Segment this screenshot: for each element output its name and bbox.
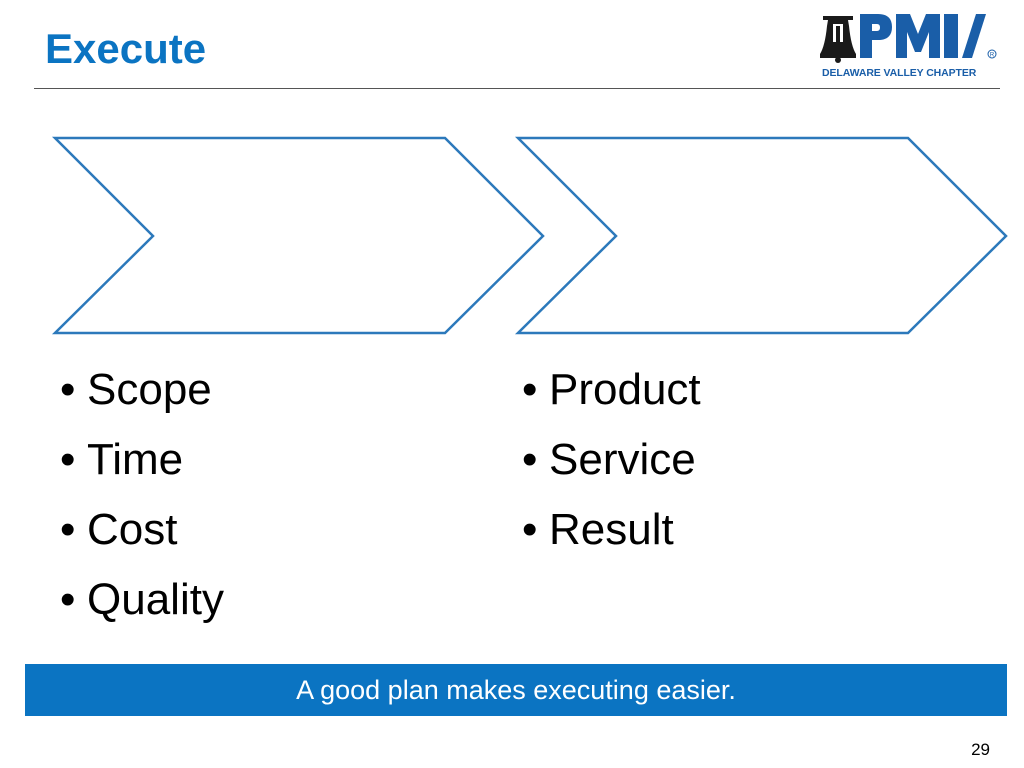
chevron-2 bbox=[514, 136, 1008, 335]
list-item-label: Service bbox=[549, 435, 696, 484]
deliverables-list: •Product •Service •Result bbox=[522, 355, 701, 565]
constraints-list: •Scope •Time •Cost •Quality bbox=[60, 355, 224, 635]
slide-title: Execute bbox=[45, 25, 207, 72]
list-item: •Scope bbox=[60, 355, 224, 425]
bullet-dot: • bbox=[60, 575, 76, 624]
list-item: •Service bbox=[522, 425, 701, 495]
bullet-dot: • bbox=[60, 365, 76, 414]
bullet-dot: • bbox=[522, 435, 538, 484]
list-item: •Result bbox=[522, 495, 701, 565]
pmi-logo-mark: R bbox=[820, 14, 997, 63]
banner-text: A good plan makes executing easier. bbox=[296, 675, 736, 705]
svg-text:R: R bbox=[990, 53, 995, 59]
bullet-dot: • bbox=[522, 365, 538, 414]
list-item: •Cost bbox=[60, 495, 224, 565]
liberty-bell-icon bbox=[820, 16, 856, 63]
chevron-1 bbox=[51, 136, 545, 335]
list-item: •Quality bbox=[60, 565, 224, 635]
list-item-label: Cost bbox=[87, 505, 178, 554]
pmi-logo: R DELAWARE VALLEY CHAPTER bbox=[820, 12, 1000, 84]
list-item-label: Time bbox=[87, 435, 184, 484]
list-item-label: Result bbox=[549, 505, 674, 554]
takeaway-banner: A good plan makes executing easier. bbox=[25, 664, 1007, 716]
header-divider bbox=[34, 88, 1000, 89]
list-item: •Time bbox=[60, 425, 224, 495]
bullet-dot: • bbox=[60, 505, 76, 554]
bullet-dot: • bbox=[60, 435, 76, 484]
logo-subtitle: DELAWARE VALLEY CHAPTER bbox=[822, 67, 977, 79]
bullet-dot: • bbox=[522, 505, 538, 554]
list-item: •Product bbox=[522, 355, 701, 425]
list-item-label: Product bbox=[549, 365, 701, 414]
page-number: 29 bbox=[971, 740, 990, 759]
list-item-label: Quality bbox=[87, 575, 224, 624]
list-item-label: Scope bbox=[87, 365, 212, 414]
